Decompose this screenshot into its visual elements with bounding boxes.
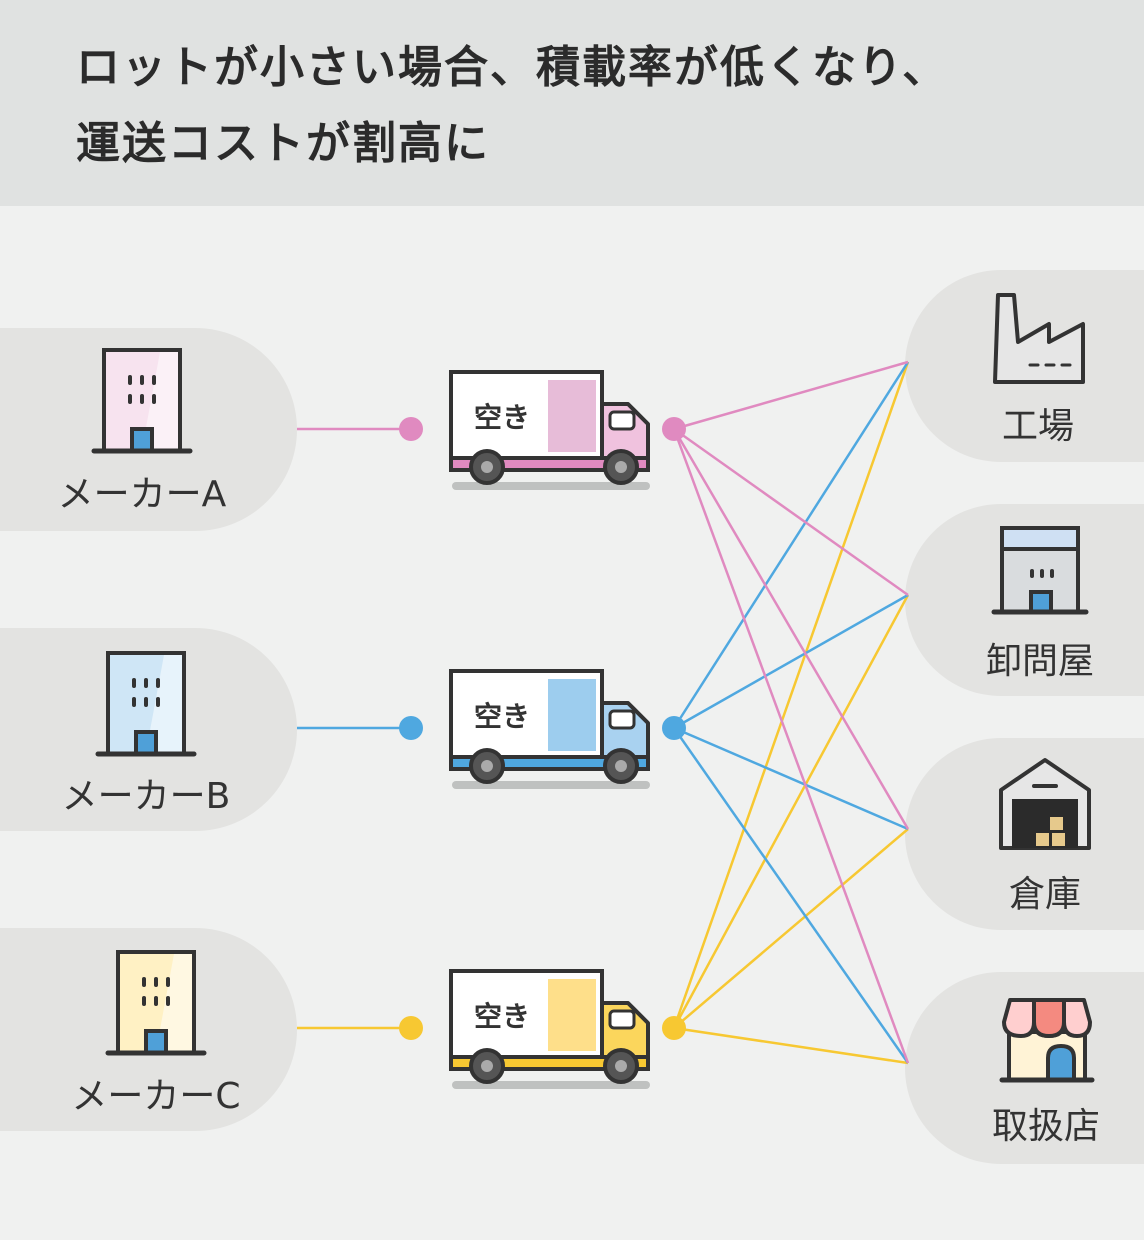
route-lines-b [672, 361, 910, 1064]
shop-icon [999, 998, 1095, 1083]
truck-a-cargo-label: 空き [474, 401, 530, 434]
truck-c: 空き [449, 969, 650, 1089]
truck-c-dot [662, 1016, 686, 1040]
maker-c-label: メーカーC [71, 1076, 240, 1117]
shop-label: 取扱店 [992, 1106, 1100, 1147]
route-lines-c [672, 361, 910, 1065]
maker-b-dot [399, 716, 423, 740]
wholesaler-label: 卸問屋 [986, 641, 1094, 682]
maker-a-dot [399, 417, 423, 441]
maker-b-building-icon [95, 651, 197, 757]
truck-a: 空き [449, 370, 650, 490]
truck-a-dot [662, 417, 686, 441]
title-line-1: ロットが小さい場合、積載率が低くなり、 [76, 42, 949, 93]
warehouse-icon [999, 758, 1091, 850]
wholesaler-icon [991, 526, 1089, 615]
maker-b-label: メーカーB [62, 776, 231, 817]
truck-b-cargo-label: 空き [474, 700, 530, 733]
maker-a-label: メーカーA [58, 474, 227, 515]
maker-a-building-icon [91, 348, 193, 454]
maker-c-dot [399, 1016, 423, 1040]
header-banner: ロットが小さい場合、積載率が低くなり、 運送コストが割高に [0, 0, 1144, 206]
route-lines-a [672, 360, 910, 1064]
factory-icon [993, 293, 1085, 384]
truck-b: 空き [449, 669, 650, 789]
truck-c-cargo-label: 空き [474, 1000, 530, 1033]
maker-c-building-icon [105, 950, 207, 1056]
warehouse-label: 倉庫 [1009, 874, 1081, 915]
factory-label: 工場 [1002, 406, 1074, 447]
title-line-2: 運送コストが割高に [76, 118, 490, 169]
truck-b-dot [662, 716, 686, 740]
